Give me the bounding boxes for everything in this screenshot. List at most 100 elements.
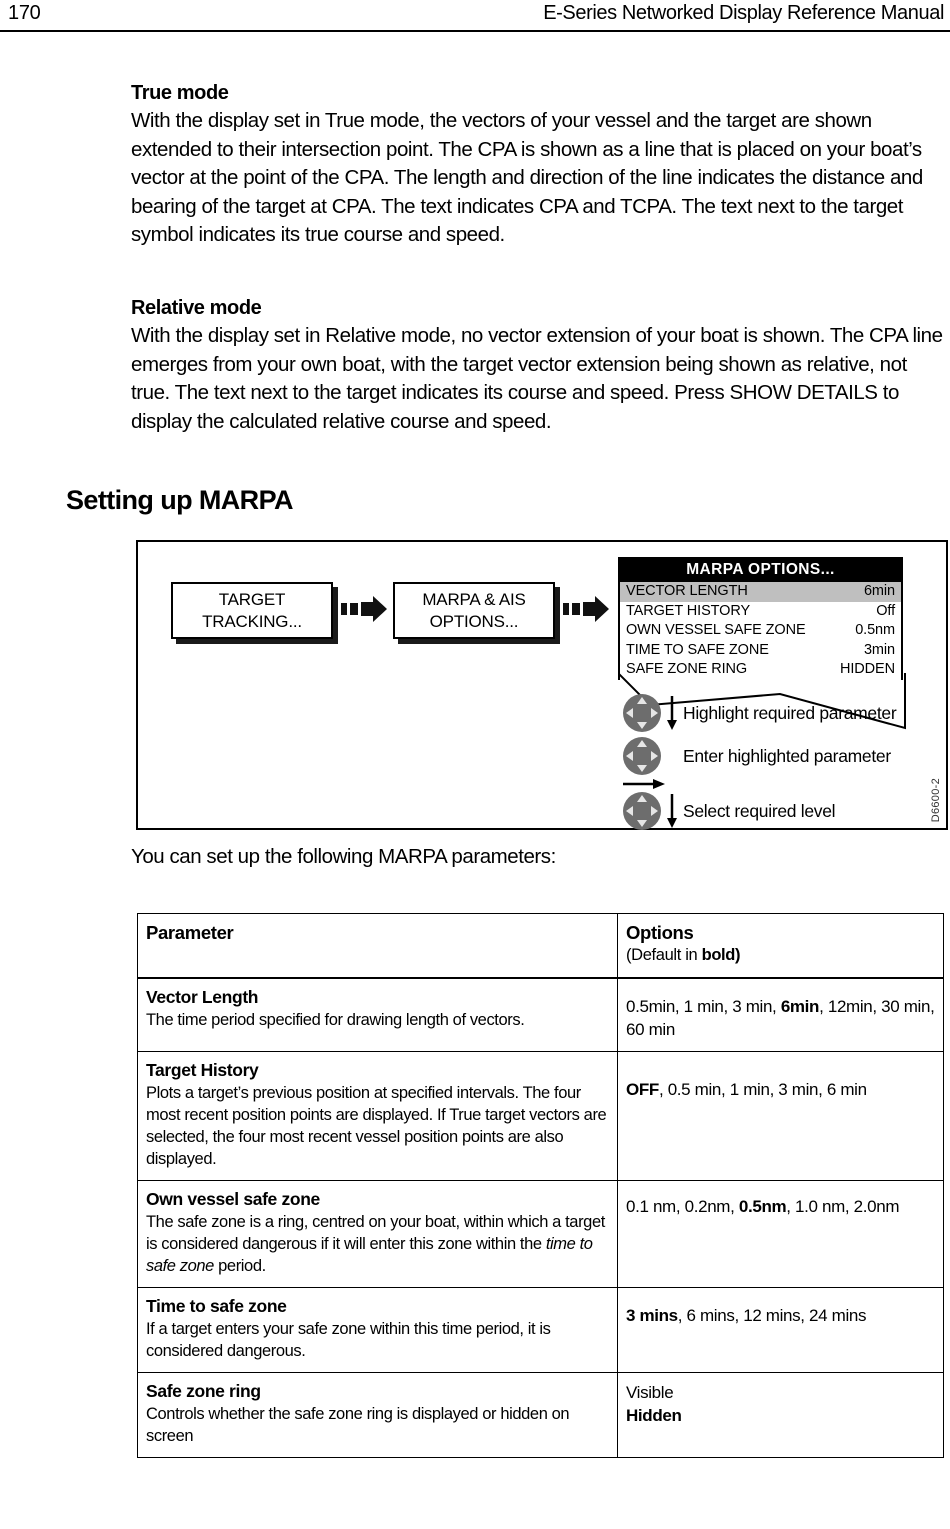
marpa-row-target-history[interactable]: TARGET HISTORY Off	[620, 602, 901, 622]
options-pre: 0.1 nm, 0.2nm,	[626, 1197, 739, 1216]
marpa-row-safe-zone-ring[interactable]: SAFE ZONE RING HIDDEN	[620, 660, 901, 680]
table-header-row: Parameter Options (Default in bold)	[137, 913, 944, 979]
trackpad-icon[interactable]	[623, 792, 661, 830]
marpa-row-label: TIME TO SAFE ZONE	[626, 641, 769, 658]
softkey-target-tracking[interactable]: TARGET TRACKING...	[171, 582, 333, 639]
table-row: Vector Length The time period specified …	[137, 977, 944, 1052]
marpa-row-value: 6min	[863, 583, 895, 599]
table-row: Time to safe zone If a target enters you…	[137, 1287, 944, 1373]
parameter-description: The time period specified for drawing le…	[146, 1011, 525, 1029]
trackpad-right-arrow-icon	[651, 806, 658, 816]
relative-mode-heading: Relative mode	[131, 297, 262, 319]
row-time-to-safe-zone-options: 3 mins, 6 mins, 12 mins, 24 mins	[617, 1287, 944, 1373]
parameter-options: 3 mins, 6 mins, 12 mins, 24 mins	[626, 1304, 935, 1327]
section-relative-mode: Relative mode With the display set in Re…	[131, 297, 949, 436]
options-default: 6min	[780, 997, 820, 1016]
true-mode-heading: True mode	[131, 82, 229, 104]
marpa-row-value: 3min	[863, 641, 895, 658]
parameter-description: The safe zone is a ring, centred on your…	[146, 1211, 609, 1277]
marpa-row-label: OWN VESSEL SAFE ZONE	[626, 622, 806, 638]
row-own-vessel-safe-zone-parameter: Own vessel safe zone The safe zone is a …	[137, 1180, 618, 1288]
row-vector-length-options: 0.5min, 1 min, 3 min, 6min, 12min, 30 mi…	[617, 977, 944, 1052]
description-post: period.	[213, 1257, 266, 1275]
row-vector-length-parameter: Vector Length The time period specified …	[137, 977, 618, 1052]
table-header-options: Options (Default in bold)	[617, 913, 944, 979]
marpa-row-label: TARGET HISTORY	[626, 602, 751, 619]
trackpad-up-arrow-icon	[637, 740, 647, 747]
parameter-name: Vector Length	[146, 987, 259, 1007]
options-default: OFF	[626, 1080, 659, 1099]
figure-step-highlight: Highlight required parameter	[623, 694, 897, 732]
table-row: Own vessel safe zone The safe zone is a …	[137, 1180, 944, 1288]
table-header-parameter: Parameter	[137, 913, 618, 979]
row-target-history-options: OFF, 0.5 min, 1 min, 3 min, 6 min	[617, 1051, 944, 1181]
marpa-setup-figure: TARGET TRACKING... MARPA & AIS OPTIONS..…	[136, 540, 948, 830]
softkey-target-tracking-line1: TARGET	[218, 589, 286, 609]
marpa-row-time-to-safe-zone[interactable]: TIME TO SAFE ZONE 3min	[620, 641, 901, 661]
figure-id-label: D6600-2	[930, 777, 942, 822]
page-header: 170 E-Series Networked Display Reference…	[0, 0, 950, 38]
header-options-sublabel: (Default in bold)	[626, 946, 935, 965]
trackpad-down-arrow-icon	[637, 765, 647, 772]
row-own-vessel-safe-zone-options: 0.1 nm, 0.2nm, 0.5nm, 1.0 nm, 2.0nm	[617, 1180, 944, 1288]
trackpad-left-arrow-icon	[626, 708, 633, 718]
parameter-name: Safe zone ring	[146, 1381, 261, 1401]
trackpad-up-arrow-icon	[637, 697, 647, 704]
parameter-description: If a target enters your safe zone within…	[146, 1320, 551, 1360]
row-safe-zone-ring-options: Visible Hidden	[617, 1372, 944, 1458]
arrow-down-icon	[667, 794, 677, 828]
marpa-row-own-vessel-safe-zone[interactable]: OWN VESSEL SAFE ZONE 0.5nm	[620, 621, 901, 641]
description-pre: The safe zone is a ring, centred on your…	[146, 1213, 605, 1253]
true-mode-body: With the display set in True mode, the v…	[131, 109, 923, 246]
flow-arrow-icon-2	[563, 596, 611, 622]
softkey-marpa-ais-options[interactable]: MARPA & AIS OPTIONS...	[393, 582, 555, 639]
options-pre: 0.5min, 1 min, 3 min,	[626, 997, 781, 1016]
header-sub-pre: (Default in	[626, 946, 702, 964]
header-divider	[0, 30, 950, 32]
trackpad-up-arrow-icon	[637, 795, 647, 802]
parameter-options: 0.5min, 1 min, 3 min, 6min, 12min, 30 mi…	[626, 995, 935, 1041]
figure-step-label: Select required level	[683, 800, 836, 821]
marpa-row-vector-length[interactable]: VECTOR LENGTH 6min	[620, 582, 901, 602]
options-default: Hidden	[626, 1406, 682, 1425]
table-row: Safe zone ring Controls whether the safe…	[137, 1372, 944, 1458]
options-post: , 0.5 min, 1 min, 3 min, 6 min	[658, 1080, 867, 1099]
section-true-mode: True mode With the display set in True m…	[131, 82, 949, 250]
description-italic: time to safe zone	[146, 1235, 593, 1275]
row-safe-zone-ring-parameter: Safe zone ring Controls whether the safe…	[137, 1372, 618, 1458]
arrow-right-icon	[623, 779, 665, 789]
flow-arrow-icon-1	[341, 596, 389, 622]
arrow-down-icon	[667, 696, 677, 730]
parameter-options: 0.1 nm, 0.2nm, 0.5nm, 1.0 nm, 2.0nm	[626, 1195, 935, 1218]
marpa-options-title: MARPA OPTIONS...	[620, 559, 901, 582]
figure-step-label: Enter highlighted parameter	[683, 745, 891, 766]
marpa-row-label: SAFE ZONE RING	[626, 661, 748, 677]
trackpad-left-arrow-icon	[626, 751, 633, 761]
row-target-history-parameter: Target History Plots a target’s previous…	[137, 1051, 618, 1181]
trackpad-left-arrow-icon	[626, 806, 633, 816]
marpa-row-value: Off	[876, 602, 895, 619]
softkey-marpa-ais-options-line2: OPTIONS...	[429, 611, 519, 631]
page-number: 170	[8, 2, 41, 24]
table-row: Target History Plots a target’s previous…	[137, 1051, 944, 1181]
marpa-row-value: 0.5nm	[855, 622, 895, 638]
options-post: , 6 mins, 12 mins, 24 mins	[677, 1306, 867, 1325]
marpa-row-label: VECTOR LENGTH	[626, 583, 748, 599]
manual-title: E-Series Networked Display Reference Man…	[543, 2, 944, 24]
trackpad-icon[interactable]	[623, 694, 661, 732]
softkey-target-tracking-line2: TRACKING...	[202, 611, 302, 631]
options-post: , 12min, 30 min, 60 min	[626, 997, 935, 1039]
table-lead-in: You can set up the following MARPA param…	[131, 845, 556, 868]
header-options-label: Options	[626, 922, 694, 943]
figure-step-label: Highlight required parameter	[683, 702, 897, 723]
parameter-description: Controls whether the safe zone ring is d…	[146, 1405, 570, 1445]
options-visible: Visible	[626, 1383, 674, 1402]
trackpad-icon[interactable]	[623, 737, 661, 775]
trackpad-right-arrow-icon	[651, 708, 658, 718]
options-default: 0.5nm	[738, 1197, 787, 1216]
parameter-options: OFF, 0.5 min, 1 min, 3 min, 6 min	[626, 1078, 935, 1101]
figure-step-select: Select required level	[623, 792, 836, 830]
row-time-to-safe-zone-parameter: Time to safe zone If a target enters you…	[137, 1287, 618, 1373]
trackpad-right-arrow-icon	[651, 751, 658, 761]
header-parameter-label: Parameter	[146, 922, 234, 943]
